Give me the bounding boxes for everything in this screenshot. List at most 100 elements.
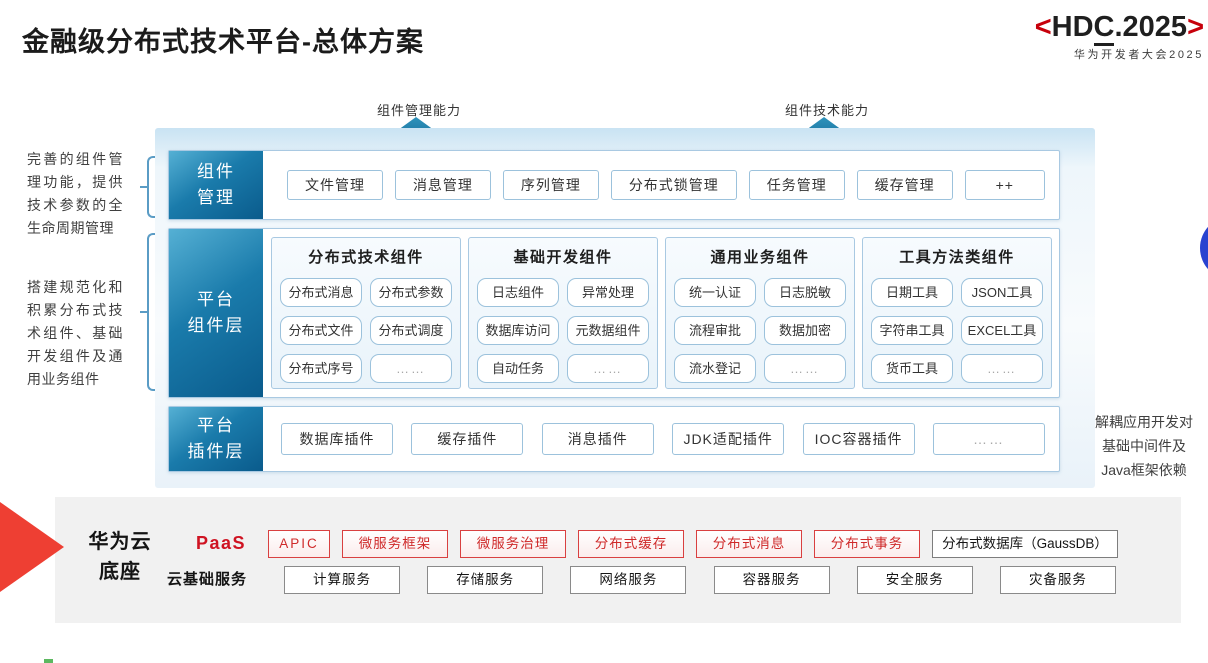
management-item: 分布式锁管理 — [610, 170, 737, 200]
component-cell-ellipsis: …… — [764, 354, 846, 383]
paas-item: APIC — [268, 530, 330, 558]
component-cell: JSON工具 — [961, 278, 1043, 307]
label-line: 平台 — [197, 290, 235, 309]
component-cell: 数据加密 — [764, 316, 846, 345]
hdc-logo-subtitle: 华为开发者大会2025 — [1073, 49, 1204, 62]
management-capability-label: 组件管理能力 — [377, 103, 462, 118]
logo-year: .2025 — [1114, 11, 1188, 43]
logo-close-bracket: > — [1187, 11, 1204, 43]
logo-c-underlined: C — [1093, 11, 1115, 46]
component-cell: 货币工具 — [871, 354, 953, 383]
plugin-item: 消息插件 — [541, 423, 654, 455]
component-cell: 流水登记 — [674, 354, 756, 383]
management-item: 文件管理 — [287, 170, 383, 200]
label-line: 华为云 — [88, 531, 152, 553]
management-item: 消息管理 — [394, 170, 491, 200]
column-grid: 日志组件 异常处理 数据库访问 元数据组件 自动任务 …… — [477, 278, 649, 383]
management-item: 缓存管理 — [856, 170, 953, 200]
component-cell-ellipsis: …… — [961, 354, 1043, 383]
column-title: 通用业务组件 — [710, 249, 810, 266]
cloud-basic-service-items: 计算服务 存储服务 网络服务 容器服务 安全服务 灾备服务 — [284, 566, 1116, 594]
management-item: 序列管理 — [502, 170, 599, 200]
component-cell: 流程审批 — [674, 316, 756, 345]
note-line: 基础中间件及 — [1102, 438, 1186, 454]
component-management-label: 组件 管理 — [169, 151, 263, 219]
plugin-items: 数据库插件 缓存插件 消息插件 JDK适配插件 IOC容器插件 …… — [281, 407, 1045, 471]
iaas-item: 网络服务 — [570, 566, 687, 594]
platform-components-row: 平台 组件层 分布式技术组件 分布式消息 分布式参数 分布式文件 分布式调度 分… — [168, 228, 1060, 398]
note-component-management: 完善的组件管理功能，提供技术参数的全生命周期管理 — [27, 151, 123, 236]
bracket-management-row — [147, 156, 157, 218]
platform-components-label: 平台 组件层 — [169, 229, 263, 397]
column-title: 工具方法类组件 — [899, 249, 1015, 266]
note-line: 解耦应用开发对 — [1095, 414, 1193, 430]
component-cell-ellipsis: …… — [370, 354, 452, 383]
huawei-cloud-foundation-label: 华为云 底座 — [80, 527, 160, 587]
column-grid: 统一认证 日志脱敏 流程审批 数据加密 流水登记 …… — [674, 278, 846, 383]
component-cell: 日志脱敏 — [764, 278, 846, 307]
component-cell: 日志组件 — [477, 278, 559, 307]
paas-item: 分布式事务 — [814, 530, 920, 558]
component-cell: 日期工具 — [871, 278, 953, 307]
component-cell-ellipsis: …… — [567, 354, 649, 383]
label-line: 组件 — [197, 162, 235, 181]
plugin-item: 缓存插件 — [411, 423, 524, 455]
note-decoupling: 解耦应用开发对 基础中间件及 Java框架依赖 — [1082, 410, 1206, 482]
plugin-item-ellipsis: …… — [932, 423, 1045, 455]
column-title: 基础开发组件 — [513, 249, 613, 266]
component-columns: 分布式技术组件 分布式消息 分布式参数 分布式文件 分布式调度 分布式序号 ……… — [271, 237, 1052, 389]
component-cell: 分布式消息 — [280, 278, 362, 307]
huawei-cloud-foundation-panel — [55, 497, 1181, 623]
plugin-item: JDK适配插件 — [672, 423, 785, 455]
cloud-basic-services-label: 云基础服务 — [167, 571, 248, 588]
paas-item: 分布式缓存 — [578, 530, 684, 558]
component-cell: 数据库访问 — [477, 316, 559, 345]
column-grid: 日期工具 JSON工具 字符串工具 EXCEL工具 货币工具 …… — [871, 278, 1043, 383]
plugin-item: IOC容器插件 — [802, 423, 915, 455]
paas-item: 微服务治理 — [460, 530, 566, 558]
paas-item: 微服务框架 — [342, 530, 448, 558]
hdc-logo-wordmark: <HDC.2025> — [1034, 11, 1204, 46]
bottom-left-green-mark — [44, 659, 53, 663]
logo-hd: HD — [1051, 11, 1094, 43]
component-cell: 分布式文件 — [280, 316, 362, 345]
component-cell: 自动任务 — [477, 354, 559, 383]
component-cell: 分布式序号 — [280, 354, 362, 383]
management-items: 文件管理 消息管理 序列管理 分布式锁管理 任务管理 缓存管理 ++ — [287, 151, 1045, 219]
component-cell: 统一认证 — [674, 278, 756, 307]
label-line: 平台 — [197, 416, 235, 435]
iaas-item: 存储服务 — [427, 566, 544, 594]
management-item: 任务管理 — [748, 170, 845, 200]
component-cell: 分布式调度 — [370, 316, 452, 345]
component-cell: 字符串工具 — [871, 316, 953, 345]
paas-item: 分布式消息 — [696, 530, 802, 558]
component-cell: 分布式参数 — [370, 278, 452, 307]
label-line: 底座 — [99, 561, 141, 583]
logo-open-bracket: < — [1034, 11, 1052, 43]
column-title: 分布式技术组件 — [308, 249, 424, 266]
component-management-row: 组件 管理 文件管理 消息管理 序列管理 分布式锁管理 任务管理 缓存管理 ++ — [168, 150, 1060, 220]
note-platform-components: 搭建规范化和积累分布式技术组件、基础开发组件及通用业务组件 — [27, 279, 123, 387]
iaas-item: 计算服务 — [284, 566, 400, 594]
component-cell: 元数据组件 — [567, 316, 649, 345]
column-grid: 分布式消息 分布式参数 分布式文件 分布式调度 分布式序号 …… — [280, 278, 452, 383]
platform-plugins-row: 平台 插件层 数据库插件 缓存插件 消息插件 JDK适配插件 IOC容器插件 …… — [168, 406, 1060, 472]
paas-label: PaaS — [196, 533, 247, 553]
column-common-business: 通用业务组件 统一认证 日志脱敏 流程审批 数据加密 流水登记 …… — [665, 237, 855, 389]
paas-item-gaussdb: 分布式数据库（GaussDB） — [932, 530, 1118, 558]
hdc-logo: <HDC.2025> 华为开发者大会2025 — [1034, 11, 1204, 62]
label-line: 管理 — [197, 188, 235, 207]
management-item-plus: ++ — [964, 170, 1045, 200]
iaas-item: 灾备服务 — [999, 566, 1116, 594]
component-cell: EXCEL工具 — [961, 316, 1043, 345]
column-tool-methods: 工具方法类组件 日期工具 JSON工具 字符串工具 EXCEL工具 货币工具 …… — [862, 237, 1052, 389]
column-distributed-tech: 分布式技术组件 分布式消息 分布式参数 分布式文件 分布式调度 分布式序号 …… — [271, 237, 461, 389]
component-cell: 异常处理 — [567, 278, 649, 307]
paas-items: APIC 微服务框架 微服务治理 分布式缓存 分布式消息 分布式事务 分布式数据… — [268, 530, 1118, 558]
platform-plugins-label: 平台 插件层 — [169, 407, 263, 471]
note-line: Java框架依赖 — [1101, 462, 1187, 478]
bracket-components-row — [147, 233, 157, 391]
platform-panel: 组件 管理 文件管理 消息管理 序列管理 分布式锁管理 任务管理 缓存管理 ++… — [155, 128, 1095, 488]
technology-capability-label: 组件技术能力 — [785, 103, 870, 118]
